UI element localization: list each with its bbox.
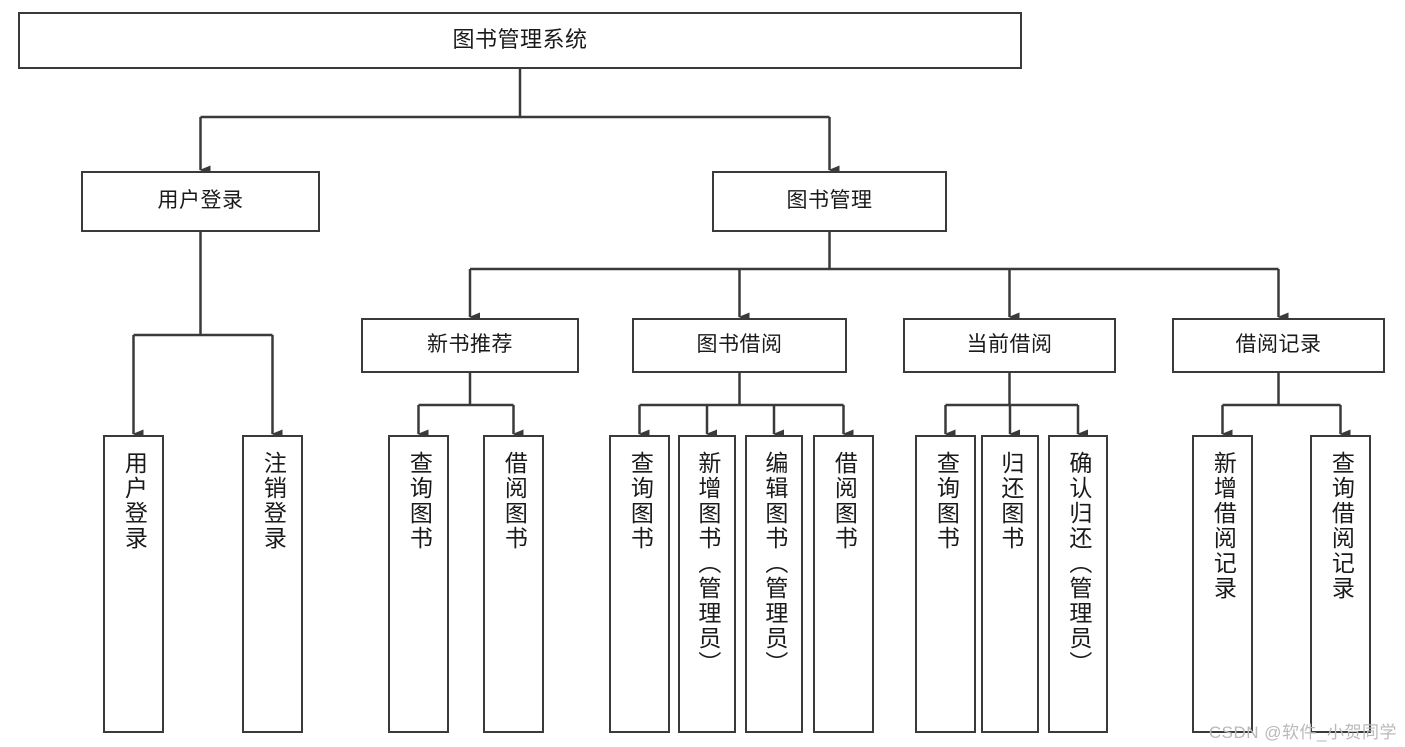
node-label: 借阅记录 xyxy=(1235,333,1322,357)
node-leaf-re-q[interactable]: 查询借阅记录 xyxy=(1310,435,1371,733)
node-label: 新增图书（管理员） xyxy=(694,451,721,676)
node-leaf-bo-q[interactable]: 查询图书 xyxy=(609,435,670,733)
node-leaf-re-add[interactable]: 新增借阅记录 xyxy=(1192,435,1253,733)
node-label: 查询借阅记录 xyxy=(1328,451,1355,601)
node-records[interactable]: 借阅记录 xyxy=(1172,318,1385,373)
node-label: 借阅图书 xyxy=(501,451,528,551)
node-leaf-bo-b[interactable]: 借阅图书 xyxy=(813,435,874,733)
node-label: 用户登录 xyxy=(157,189,244,213)
node-borrow[interactable]: 图书借阅 xyxy=(632,318,847,373)
node-leaf-cu-q[interactable]: 查询图书 xyxy=(915,435,976,733)
node-label: 查询图书 xyxy=(406,451,433,551)
node-login[interactable]: 用户登录 xyxy=(81,171,320,232)
node-leaf-bo-add[interactable]: 新增图书（管理员） xyxy=(678,435,736,733)
node-label: 归还图书 xyxy=(997,451,1024,551)
node-label: 注销登录 xyxy=(260,451,287,551)
node-newbook[interactable]: 新书推荐 xyxy=(361,318,579,373)
node-label: 图书借阅 xyxy=(696,333,783,357)
node-leaf-nb-q[interactable]: 查询图书 xyxy=(388,435,449,733)
connector-lines xyxy=(132,69,1351,439)
watermark-text: CSDN @软件_小贺同学 xyxy=(1208,723,1397,742)
node-label: 确认归还（管理员） xyxy=(1065,451,1092,676)
node-leaf-nb-b[interactable]: 借阅图书 xyxy=(483,435,544,733)
node-current[interactable]: 当前借阅 xyxy=(903,318,1116,373)
node-label: 图书管理 xyxy=(786,189,873,213)
node-leaf-login[interactable]: 用户登录 xyxy=(103,435,164,733)
node-label: 借阅图书 xyxy=(831,451,858,551)
node-label: 查询图书 xyxy=(627,451,654,551)
node-label: 图书管理系统 xyxy=(452,27,588,53)
node-leaf-cu-r[interactable]: 归还图书 xyxy=(981,435,1039,733)
node-bookmgmt[interactable]: 图书管理 xyxy=(712,171,947,232)
node-label: 查询图书 xyxy=(933,451,960,551)
node-leaf-bo-edit[interactable]: 编辑图书（管理员） xyxy=(745,435,803,733)
node-leaf-cu-c[interactable]: 确认归还（管理员） xyxy=(1048,435,1108,733)
node-label: 新增借阅记录 xyxy=(1210,451,1237,601)
node-label: 编辑图书（管理员） xyxy=(761,451,788,676)
node-leaf-logout[interactable]: 注销登录 xyxy=(242,435,303,733)
node-root[interactable]: 图书管理系统 xyxy=(18,12,1022,69)
node-label: 当前借阅 xyxy=(966,333,1053,357)
node-label: 新书推荐 xyxy=(427,333,513,357)
node-label: 用户登录 xyxy=(121,451,148,551)
